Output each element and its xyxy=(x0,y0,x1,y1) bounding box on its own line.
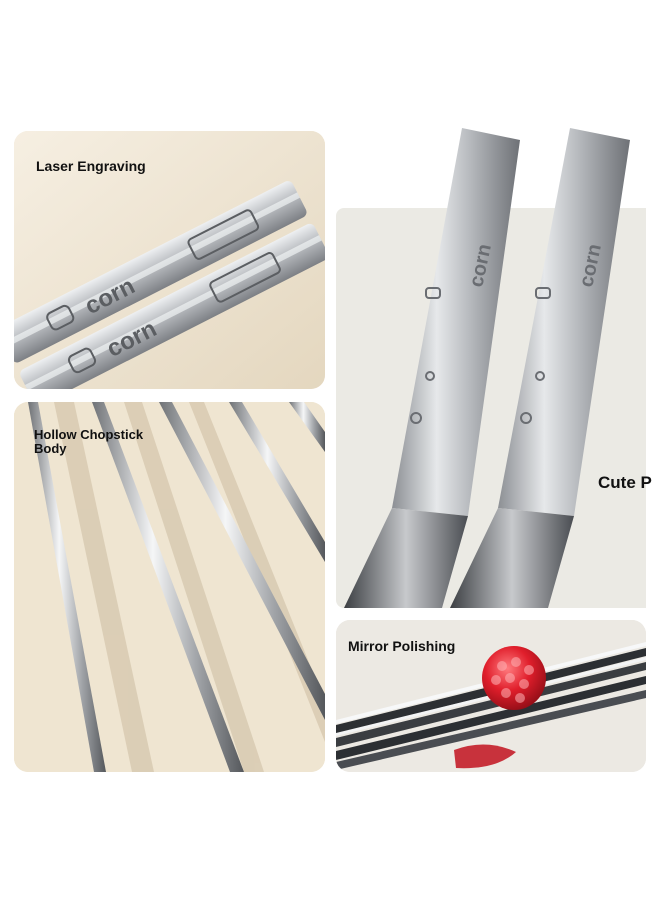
hollow-body-photo xyxy=(14,402,325,772)
chopstick-right xyxy=(498,128,630,516)
mirror-polishing-photo xyxy=(336,620,646,772)
chopstick-rods xyxy=(28,402,325,772)
chopstick-pair-closeup: corn corn xyxy=(344,128,630,608)
cute-pattern-label: Cute P xyxy=(598,473,652,492)
laser-engraving-photo: corn corn xyxy=(14,131,325,389)
laser-engraving-label: Laser Engraving xyxy=(36,158,146,174)
reflection xyxy=(454,744,516,769)
hollow-chopstick-label: Hollow Chopstick Body xyxy=(34,427,144,456)
chopstick-left xyxy=(392,128,520,516)
mirror-polishing-label: Mirror Polishing xyxy=(348,638,456,654)
